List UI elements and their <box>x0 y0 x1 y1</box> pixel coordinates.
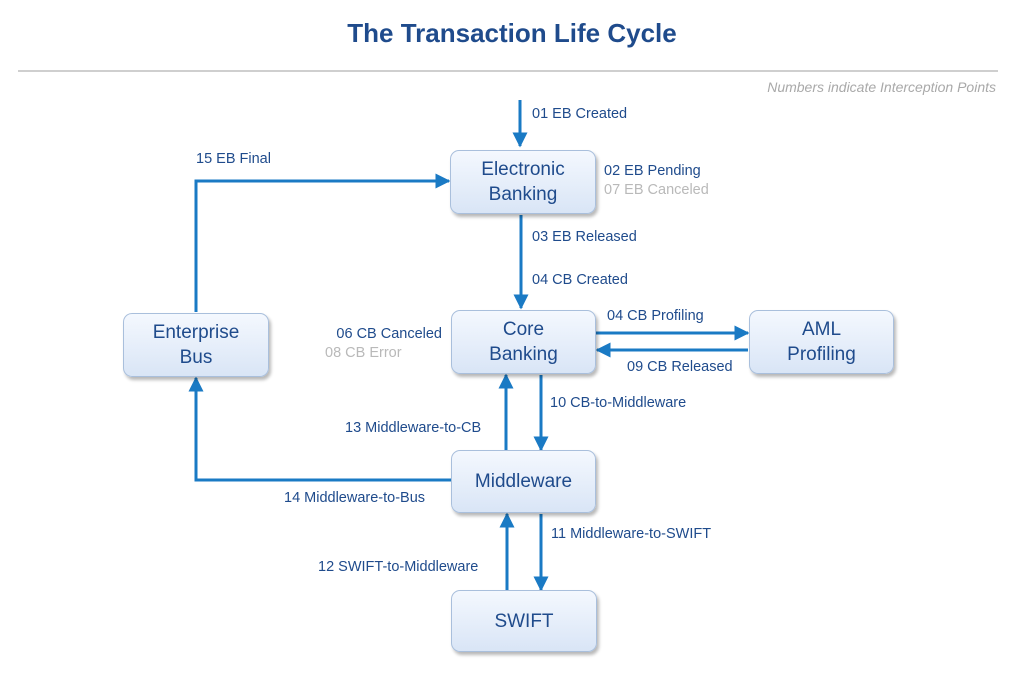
node-electronic-banking-label: Electronic Banking <box>481 159 565 205</box>
label-cb-profiling: 04 CB Profiling <box>607 308 704 324</box>
label-cb-created: 04 CB Created <box>532 272 628 288</box>
node-enterprise-bus-label: Enterprise Bus <box>152 322 240 368</box>
title-divider <box>18 70 998 72</box>
label-cb-error: 08 CB Error <box>325 345 402 361</box>
label-eb-released: 03 EB Released <box>532 229 637 245</box>
label-swift-to-middleware: 12 SWIFT-to-Middleware <box>318 559 479 575</box>
interception-note: Numbers indicate Interception Points <box>767 79 996 95</box>
edge-bus-to-eb <box>194 173 451 312</box>
label-middleware-to-swift: 11 Middleware-to-SWIFT <box>551 526 712 542</box>
label-cb-released: 09 CB Released <box>627 359 733 375</box>
label-eb-created: 01 EB Created <box>532 106 628 122</box>
label-eb-canceled: 07 EB Canceled <box>604 182 709 198</box>
label-middleware-to-cb: 13 Middleware-to-CB <box>345 420 482 436</box>
label-eb-final: 15 EB Final <box>196 151 271 167</box>
node-core-banking[interactable]: Core Banking <box>451 310 596 374</box>
label-cb-canceled: 06 CB Canceled <box>336 326 442 342</box>
node-middleware[interactable]: Middleware <box>451 450 596 513</box>
node-swift-label: SWIFT <box>494 610 554 632</box>
node-aml-profiling[interactable]: AML Profiling <box>749 310 894 374</box>
node-swift[interactable]: SWIFT <box>451 590 597 652</box>
label-eb-pending: 02 EB Pending <box>604 163 701 179</box>
page-title: The Transaction Life Cycle <box>347 18 677 48</box>
node-core-banking-label: Core Banking <box>489 319 558 365</box>
label-cb-to-middleware: 10 CB-to-Middleware <box>550 395 687 411</box>
edge-middleware-to-bus <box>188 376 451 482</box>
node-electronic-banking[interactable]: Electronic Banking <box>450 150 596 214</box>
node-aml-profiling-label: AML Profiling <box>787 319 856 365</box>
node-middleware-label: Middleware <box>474 471 573 492</box>
label-middleware-to-bus: 14 Middleware-to-Bus <box>284 490 426 506</box>
node-enterprise-bus[interactable]: Enterprise Bus <box>123 313 269 377</box>
